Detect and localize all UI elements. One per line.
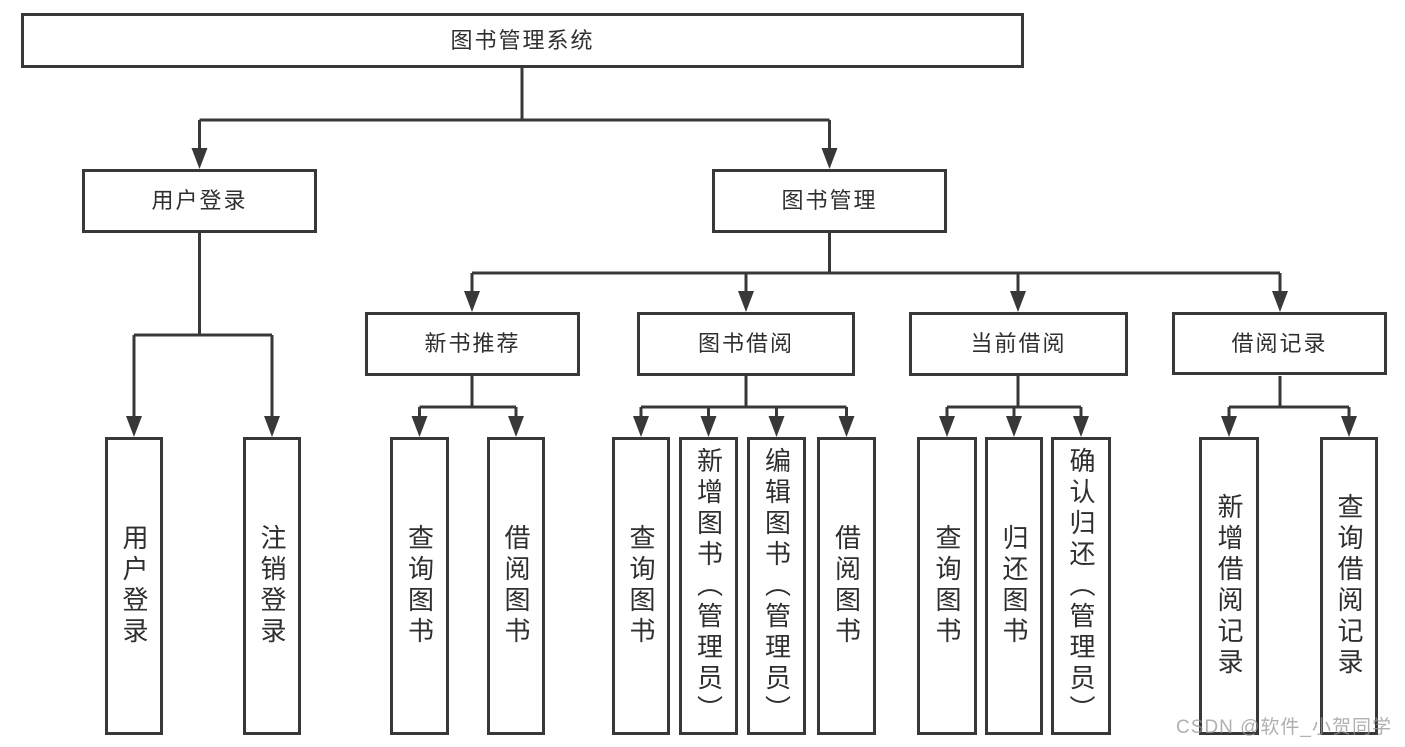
node-book-borrow-label: 图书借阅: [697, 331, 794, 356]
node-leaf-query-book-2-label: 查询图书: [626, 524, 656, 648]
node-leaf-query-book-1-label: 查询图书: [404, 524, 435, 648]
node-leaf-add-book: 新增图书（管理员）: [679, 437, 738, 735]
node-current-borrow-label: 当前借阅: [970, 331, 1067, 356]
node-book-mgmt-label: 图书管理: [781, 188, 878, 213]
node-root-label: 图书管理系统: [450, 27, 595, 53]
node-leaf-confirm-return-label: 确认归还（管理员）: [1066, 446, 1096, 726]
node-book-borrow: 图书借阅: [637, 312, 855, 376]
node-leaf-logout-label: 注销登录: [257, 524, 287, 648]
node-leaf-borrow-book-2-label: 借阅图书: [831, 524, 862, 648]
node-leaf-edit-book-label: 编辑图书（管理员）: [761, 446, 792, 726]
node-leaf-logout: 注销登录: [243, 437, 301, 735]
node-leaf-borrow-book-2: 借阅图书: [817, 437, 876, 735]
node-leaf-user-login: 用户登录: [105, 437, 163, 735]
watermark-text: CSDN @软件_小贺同学: [1176, 717, 1392, 738]
node-leaf-add-record-label: 新增借阅记录: [1214, 493, 1244, 679]
node-leaf-query-book-3-label: 查询图书: [932, 524, 962, 648]
node-leaf-add-book-label: 新增图书（管理员）: [693, 446, 724, 726]
node-new-book-rec-label: 新书推荐: [424, 331, 521, 356]
node-leaf-borrow-book-1-label: 借阅图书: [501, 524, 531, 648]
node-root: 图书管理系统: [21, 13, 1024, 68]
node-leaf-confirm-return: 确认归还（管理员）: [1051, 437, 1111, 735]
node-borrow-records: 借阅记录: [1172, 312, 1387, 375]
node-book-mgmt: 图书管理: [712, 169, 947, 233]
node-leaf-query-book-1: 查询图书: [390, 437, 449, 735]
node-leaf-return-book: 归还图书: [985, 437, 1043, 735]
node-user-login: 用户登录: [82, 169, 317, 233]
node-borrow-records-label: 借阅记录: [1231, 330, 1328, 356]
node-leaf-add-record: 新增借阅记录: [1199, 437, 1259, 735]
node-leaf-edit-book: 编辑图书（管理员）: [747, 437, 806, 735]
node-leaf-borrow-book-1: 借阅图书: [487, 437, 545, 735]
node-leaf-query-record-label: 查询借阅记录: [1334, 493, 1364, 679]
node-leaf-query-book-2: 查询图书: [612, 437, 670, 735]
node-leaf-user-login-label: 用户登录: [119, 524, 149, 648]
node-leaf-return-book-label: 归还图书: [999, 524, 1029, 648]
node-user-login-label: 用户登录: [151, 188, 248, 213]
node-current-borrow: 当前借阅: [909, 312, 1128, 376]
node-leaf-query-book-3: 查询图书: [917, 437, 977, 735]
node-leaf-query-record: 查询借阅记录: [1320, 437, 1378, 735]
node-new-book-rec: 新书推荐: [365, 312, 580, 376]
